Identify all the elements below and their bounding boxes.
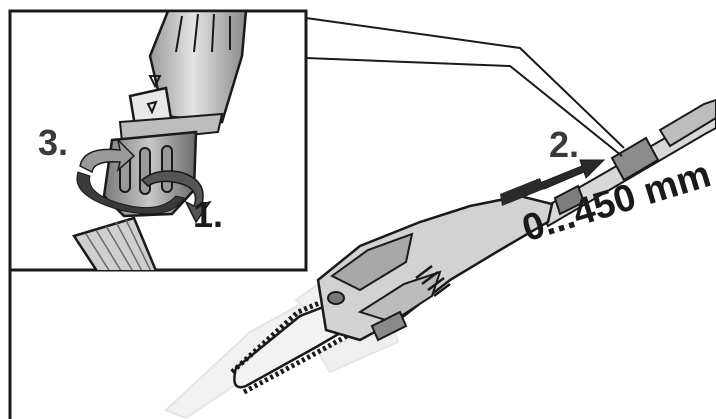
step-1-label: 1. bbox=[193, 194, 224, 235]
detail-inset bbox=[8, 9, 308, 272]
rotate-tighten-arrow bbox=[140, 170, 212, 224]
detail-leader-lines bbox=[305, 17, 625, 157]
oil-cap bbox=[370, 310, 408, 342]
step-3-label: 3. bbox=[38, 122, 69, 163]
telescopic-pole bbox=[538, 98, 716, 228]
housing-top-cover bbox=[330, 232, 414, 292]
pole-pruner bbox=[230, 194, 554, 395]
rotate-ring-arrow bbox=[76, 171, 185, 215]
pole-grip-end bbox=[658, 98, 716, 148]
saw-chain-bottom bbox=[242, 319, 374, 395]
main-view-frame bbox=[8, 58, 308, 419]
rotate-loosen-arrow bbox=[79, 137, 136, 174]
vent-grille bbox=[415, 265, 451, 297]
inset-ring bbox=[118, 112, 224, 144]
extend-arrow bbox=[500, 159, 606, 206]
inset-upper-sleeve bbox=[148, 11, 248, 124]
bar-bolt bbox=[327, 291, 345, 305]
pole-lock-collar bbox=[610, 136, 660, 182]
step-2-label: 2. bbox=[549, 124, 580, 165]
pole-clip bbox=[553, 184, 586, 216]
